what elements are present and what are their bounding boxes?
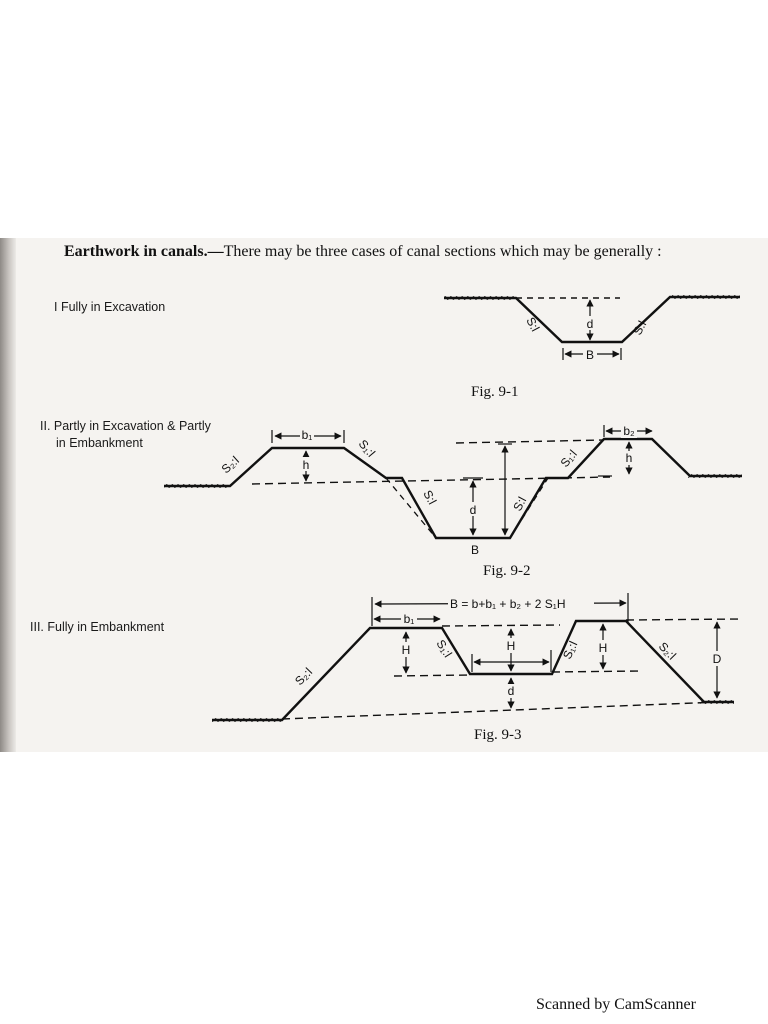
fig-9-1-caption: Fig. 9-1 [471, 384, 519, 400]
full-supply-level-line [455, 439, 605, 444]
book-page-edge [0, 238, 16, 752]
cut-slope-dashed [509, 477, 549, 539]
fig-9-2 [164, 425, 742, 540]
inner-slope-right-label: S₁:l [560, 639, 580, 661]
fig-9-2-labels: b₁ h b₂ h d B S₂:l S₁:l S₁:l S:l S:l [219, 424, 637, 557]
case-2-label-line2: in Embankment [56, 436, 143, 450]
d-label: d [470, 503, 477, 517]
h-left-label: h [303, 458, 310, 472]
bed-level-line-right [551, 670, 641, 673]
camscanner-watermark: Scanned by CamScanner [536, 996, 696, 1013]
section-heading: Earthwork in canals.—There may be three … [64, 243, 662, 261]
left-slope-label: S:l [523, 315, 542, 334]
fig-9-3-caption: Fig. 9-3 [474, 727, 522, 743]
H-mid-label: H [507, 639, 516, 653]
fig-9-3 [212, 593, 743, 722]
depth-label: d [587, 317, 594, 331]
right-slope-label: S:l [630, 318, 649, 337]
case-3-label: III. Fully in Embankment [30, 620, 165, 634]
cut-slope-left-label: S:l [420, 488, 439, 507]
cut-slope-dashed [385, 477, 437, 539]
label-backdrop [467, 502, 480, 516]
label-backdrop [448, 596, 594, 611]
ground-level-line [281, 701, 721, 720]
fig-9-2-caption: Fig. 9-2 [483, 563, 531, 579]
h-right-label: h [626, 451, 633, 465]
cut-slope-right-label: S:l [510, 494, 529, 513]
label-backdrop [300, 457, 313, 471]
label-backdrop [401, 612, 417, 626]
outer-slope-left-label: S₂:l [292, 665, 315, 688]
fig-9-3-labels: B = b+b₁ + b₂ + 2 S₁H b₁ H H H d D S₂:l … [292, 596, 724, 698]
b1-label: b₁ [404, 612, 415, 626]
b1-label: b₁ [302, 428, 313, 442]
label-backdrop [621, 424, 637, 438]
fsl-line-right [625, 618, 743, 621]
bed-width-label: B [586, 348, 594, 362]
label-backdrop [623, 451, 636, 465]
label-backdrop [400, 642, 413, 657]
label-backdrop [583, 348, 597, 361]
b2-label: b₂ [623, 424, 635, 438]
label-backdrop [505, 684, 518, 698]
bed-level-line-left [393, 674, 471, 677]
case-1-label: I Fully in Excavation [54, 300, 166, 314]
label-backdrop [300, 428, 314, 442]
heading-bold: Earthwork in canals.— [64, 243, 224, 260]
canal-profile [164, 437, 742, 540]
ground-level-line [251, 476, 611, 485]
outer-slope-right-label: S₂:l [656, 639, 679, 662]
width-formula-label: B = b+b₁ + b₂ + 2 S₁H [450, 597, 566, 611]
excavation-profile [444, 295, 740, 344]
H-right-label: H [599, 641, 608, 655]
heading-text: There may be three cases of canal sectio… [223, 243, 662, 260]
case-2-label-line1: II. Partly in Excavation & Partly [40, 419, 211, 433]
D-label: D [713, 652, 722, 666]
outer-slope-label: S₂:l [219, 453, 242, 476]
label-backdrop [597, 640, 610, 655]
inner-slope-left-label: S₁:l [433, 637, 454, 660]
inner-slope-right-label: S₁:l [558, 447, 580, 470]
embankment-profile [212, 619, 734, 722]
label-backdrop [710, 651, 724, 666]
label-backdrop [584, 316, 596, 330]
label-backdrop [505, 638, 518, 653]
H-left-label: H [402, 643, 411, 657]
bed-width-label: B [471, 543, 479, 557]
fig-9-1-labels: d B S:l S:l [523, 315, 649, 362]
inner-slope-left-label: S₁:l [356, 437, 378, 460]
d-label: d [508, 684, 515, 698]
fsl-line-left [441, 624, 561, 627]
